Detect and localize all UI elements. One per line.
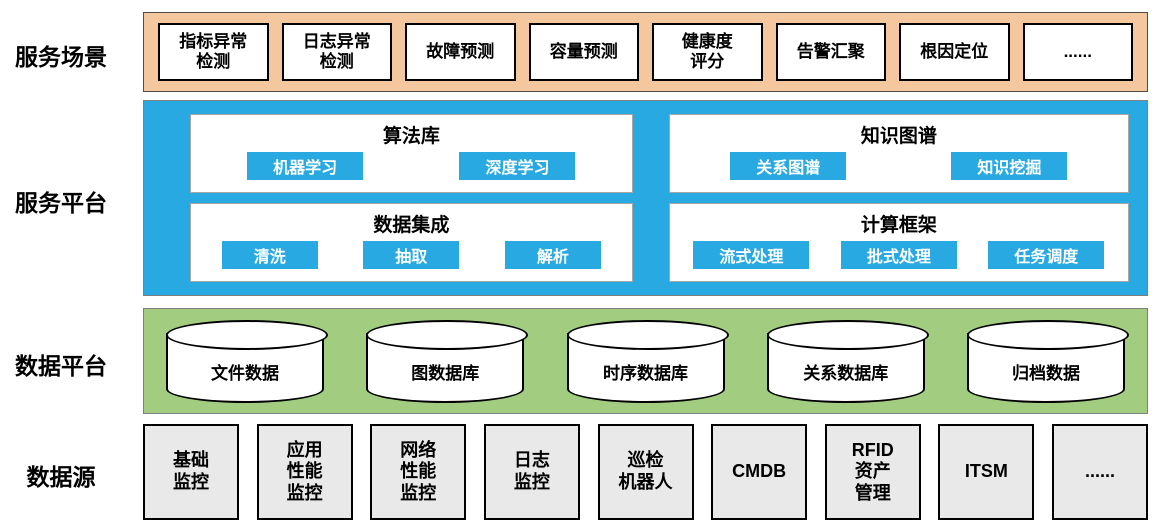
chip-deep-learning: 深度学习	[459, 152, 576, 180]
database-cylinder-relational: 关系数据库	[766, 320, 929, 403]
panel-algorithm-library: 算法库 机器学习 深度学习	[190, 114, 633, 193]
row-label-service-platform: 服务平台	[15, 190, 107, 216]
database-label: 时序数据库	[603, 363, 688, 383]
row-label-data-sources: 数据源	[26, 464, 96, 490]
row-label-service-scenarios: 服务场景	[15, 44, 107, 70]
panel-data-integration: 数据集成 清洗 抽取 解析	[190, 203, 633, 282]
chip-knowledge-mining: 知识挖掘	[951, 152, 1068, 180]
panel-title-knowledge-graph: 知识图谱	[860, 126, 937, 147]
database-cylinder-graph: 图数据库	[366, 320, 529, 403]
database-label: 文件数据	[211, 363, 279, 383]
source-box-log-monitoring: 日志 监控	[483, 424, 580, 520]
scenario-box-metric-anomaly: 指标异常 检测	[158, 23, 269, 81]
database-label: 图数据库	[411, 363, 480, 383]
source-box-rfid-asset: RFID 资产 管理	[824, 424, 921, 520]
scenario-box-fault-prediction: 故障预测	[405, 23, 516, 81]
chip-relation-graph: 关系图谱	[730, 152, 847, 180]
source-box-npm: 网络 性能 监控	[370, 424, 467, 520]
database-cylinder-timeseries: 时序数据库	[566, 320, 729, 403]
service-scenarios-band: 指标异常 检测 日志异常 检测 故障预测 容量预测 健康度 评分 告警汇聚 根因…	[143, 12, 1148, 92]
panel-buttons-knowledge-graph: 关系图谱 知识挖掘	[678, 148, 1120, 184]
chip-extraction: 抽取	[363, 241, 460, 269]
database-label: 归档数据	[1012, 363, 1080, 383]
scenario-box-root-cause: 根因定位	[899, 23, 1010, 81]
database-label: 关系数据库	[803, 363, 889, 383]
panel-computing-framework: 计算框架 流式处理 批式处理 任务调度	[668, 203, 1129, 282]
scenario-box-log-anomaly: 日志异常 检测	[281, 23, 392, 81]
panel-title-data-integration: 数据集成	[373, 215, 450, 236]
panel-buttons-algorithm-library: 机器学习 深度学习	[199, 148, 624, 184]
source-box-basic-monitoring: 基础 监控	[143, 424, 239, 520]
database-cylinder-archive: 归档数据	[967, 320, 1129, 403]
data-platform-band: 文件数据 图数据库 时序数据库 关系数据库 归档数据	[143, 308, 1148, 414]
scenario-box-ellipsis: ......	[1022, 23, 1133, 81]
source-box-cmdb: CMDB	[711, 424, 808, 520]
source-box-apm: 应用 性能 监控	[256, 424, 353, 520]
chip-parsing: 解析	[504, 241, 601, 269]
source-box-inspection-robot: 巡检 机器人	[597, 424, 694, 520]
panel-knowledge-graph: 知识图谱 关系图谱 知识挖掘	[668, 114, 1129, 193]
panel-buttons-data-integration: 清洗 抽取 解析	[199, 237, 624, 273]
scenario-box-capacity: 容量预测	[528, 23, 639, 81]
scenario-box-health-score: 健康度 评分	[652, 23, 763, 81]
chip-stream-processing: 流式处理	[693, 241, 810, 269]
database-cylinder-file: 文件数据	[166, 320, 328, 403]
panel-title-algorithm-library: 算法库	[382, 126, 440, 147]
scenario-box-alert-aggregation: 告警汇聚	[775, 23, 886, 81]
source-box-ellipsis: ......	[1052, 424, 1148, 520]
chip-machine-learning: 机器学习	[247, 152, 364, 180]
panel-buttons-computing-framework: 流式处理 批式处理 任务调度	[678, 237, 1120, 273]
service-platform-band: 算法库 机器学习 深度学习 知识图谱 关系图谱 知识挖掘 数据集成 清洗 抽取 …	[143, 100, 1148, 296]
chip-cleaning: 清洗	[221, 241, 318, 269]
row-label-data-platform: 数据平台	[15, 353, 107, 379]
data-sources-row: 基础 监控 应用 性能 监控 网络 性能 监控 日志 监控 巡检 机器人 CMD…	[143, 424, 1148, 520]
source-box-itsm: ITSM	[938, 424, 1035, 520]
chip-task-scheduling: 任务调度	[988, 241, 1105, 269]
panel-title-computing-framework: 计算框架	[860, 215, 937, 236]
chip-batch-processing: 批式处理	[840, 241, 957, 269]
